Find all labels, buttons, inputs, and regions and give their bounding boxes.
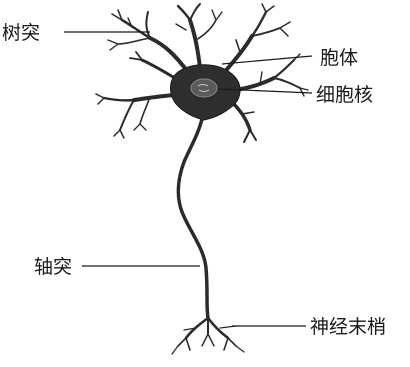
label-dendrite: 树突 [2, 22, 40, 44]
label-soma: 胞体 [320, 47, 358, 69]
axon-terminals [172, 318, 244, 354]
label-axon: 轴突 [34, 256, 72, 278]
label-nucleus: 细胞核 [316, 84, 373, 106]
axon [178, 119, 208, 318]
nucleus [191, 79, 217, 97]
label-terminal: 神经末梢 [310, 316, 386, 338]
